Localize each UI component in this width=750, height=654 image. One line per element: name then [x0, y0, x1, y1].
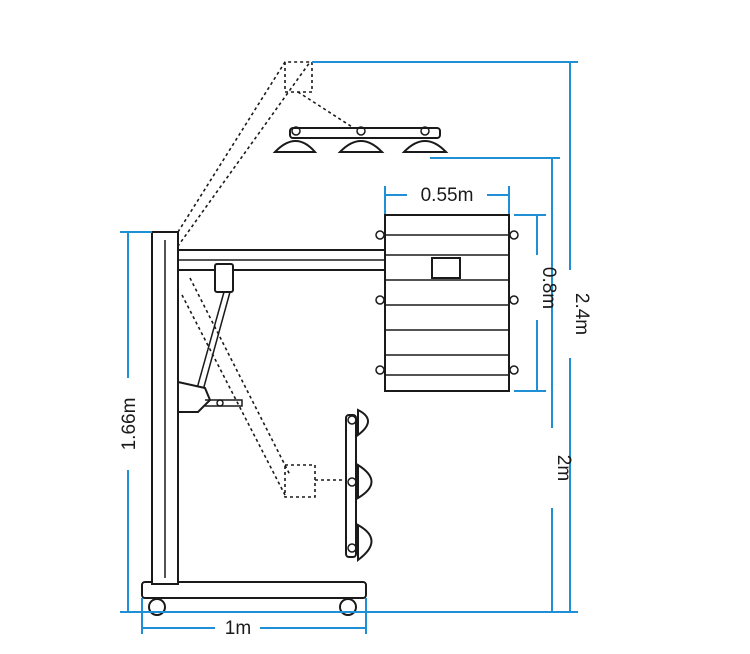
gas-strut — [177, 263, 243, 413]
lamp-head — [375, 214, 519, 392]
dimension-lines — [120, 61, 578, 634]
stand-height-label: 1.66m — [119, 398, 140, 451]
top-hanger-rail — [272, 126, 449, 153]
lamp-width-label: 0.55m — [421, 185, 474, 206]
base-width-label: 1m — [225, 618, 251, 639]
lower-hanger-rail — [345, 408, 373, 562]
lamp-height-label: 0.8m — [538, 267, 559, 309]
dashed-alternate-positions — [177, 61, 361, 498]
max-height-label: 2.4m — [571, 293, 592, 335]
lamp-top-height-label: 2m — [553, 455, 574, 481]
